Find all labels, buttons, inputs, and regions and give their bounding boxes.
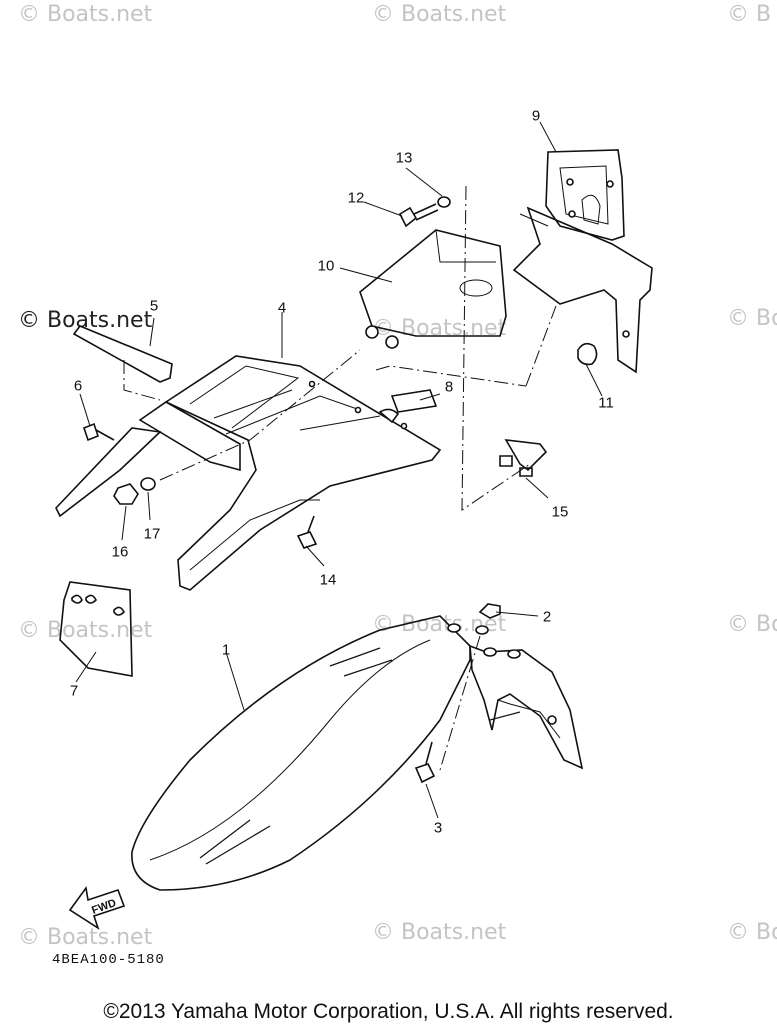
- watermark-bottom-center: © Boats.net: [372, 920, 507, 945]
- part-15-clip: [499, 439, 548, 477]
- callout-16: 16: [111, 543, 129, 561]
- watermark-bottom-left: © Boats.net: [18, 925, 153, 950]
- callout-3: 3: [433, 819, 443, 837]
- part-3-bolt: [414, 741, 436, 784]
- callout-7: 7: [69, 682, 79, 700]
- part-12-bolt: [398, 203, 439, 228]
- copyright-notice: ©2013 Yamaha Motor Corporation, U.S.A. A…: [103, 1000, 674, 1023]
- fwd-arrow: [68, 885, 126, 930]
- callout-14: 14: [319, 571, 337, 589]
- watermark-low-left: © Boats.net: [18, 618, 153, 643]
- callout-12: 12: [347, 189, 365, 207]
- watermark-bottom-right: © Bo: [727, 920, 777, 945]
- callout-1: 1: [221, 641, 231, 659]
- watermark-low-right: © Bo: [727, 612, 777, 637]
- callout-13: 13: [395, 149, 413, 167]
- callout-4: 4: [277, 299, 287, 317]
- part-13-washer: [437, 196, 451, 208]
- callout-9: 9: [531, 107, 541, 125]
- callout-17: 17: [143, 525, 161, 543]
- callout-15: 15: [551, 503, 569, 521]
- watermark-top-center: © Boats.net: [372, 2, 507, 27]
- part-16-nut: [113, 483, 139, 505]
- callout-8: 8: [444, 378, 454, 396]
- part-5-strip: [72, 325, 173, 383]
- watermark-top-left: © Boats.net: [18, 2, 153, 27]
- part-7-plate: [59, 581, 133, 677]
- part-9-plate-bracket: [512, 149, 653, 374]
- part-8-label: [390, 389, 438, 413]
- callout-2: 2: [542, 608, 552, 626]
- part-11-grommet: [577, 342, 598, 366]
- leader-lines: [75, 121, 603, 819]
- callout-10: 10: [317, 257, 335, 275]
- part-2-nut: [478, 603, 501, 619]
- watermark-top-right: © B: [727, 2, 772, 27]
- part-6-bolt: [83, 422, 115, 442]
- part-14-bolt: [296, 515, 318, 549]
- part-10-bracket: [359, 229, 507, 349]
- callout-5: 5: [149, 297, 159, 315]
- callout-6: 6: [73, 377, 83, 395]
- callout-11: 11: [598, 394, 614, 412]
- watermark-mid-right: © Bo: [727, 306, 777, 331]
- part-17-washer: [140, 477, 156, 491]
- diagram-code: 4BEA100-5180: [52, 952, 165, 968]
- part-1-front-fender: [131, 615, 584, 891]
